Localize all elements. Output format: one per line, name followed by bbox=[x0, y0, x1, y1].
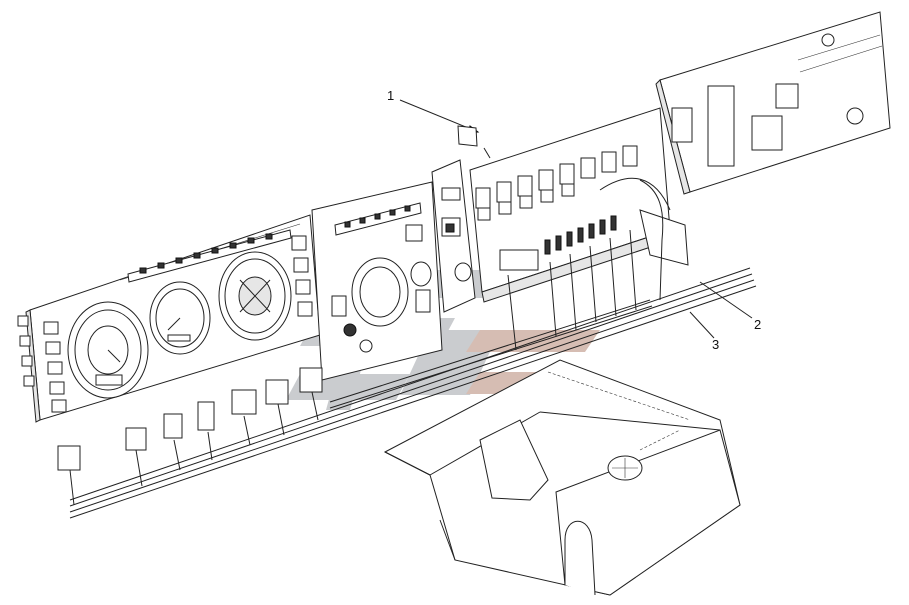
tachometer-gauge bbox=[149, 281, 211, 355]
ignition-switch bbox=[343, 323, 357, 337]
harness-connectors bbox=[57, 367, 323, 471]
electronic-control-module bbox=[655, 11, 891, 195]
centre-control-panel bbox=[311, 181, 443, 381]
instrument-cluster-panel bbox=[17, 214, 321, 423]
relay-row bbox=[475, 145, 638, 221]
speedometer-gauge bbox=[67, 301, 149, 399]
console-housing bbox=[383, 359, 741, 596]
right-switch-column bbox=[291, 235, 313, 317]
leader-line-3 bbox=[689, 311, 715, 339]
fuse-relay-panel bbox=[431, 107, 689, 313]
warning-lamp-strip bbox=[127, 229, 292, 283]
leader-line-2 bbox=[699, 281, 753, 319]
combination-gauge bbox=[218, 251, 292, 341]
callout-label-3: 3 bbox=[712, 337, 720, 352]
callout-label-1: 1 bbox=[387, 88, 395, 103]
left-switch-column bbox=[17, 315, 67, 413]
label-plate-icon bbox=[457, 125, 478, 147]
fuse-block bbox=[499, 215, 617, 271]
wiring-harness bbox=[69, 177, 757, 519]
clock-gauge bbox=[351, 257, 409, 327]
callout-label-2: 2 bbox=[754, 317, 762, 332]
leader-lines bbox=[399, 99, 753, 339]
